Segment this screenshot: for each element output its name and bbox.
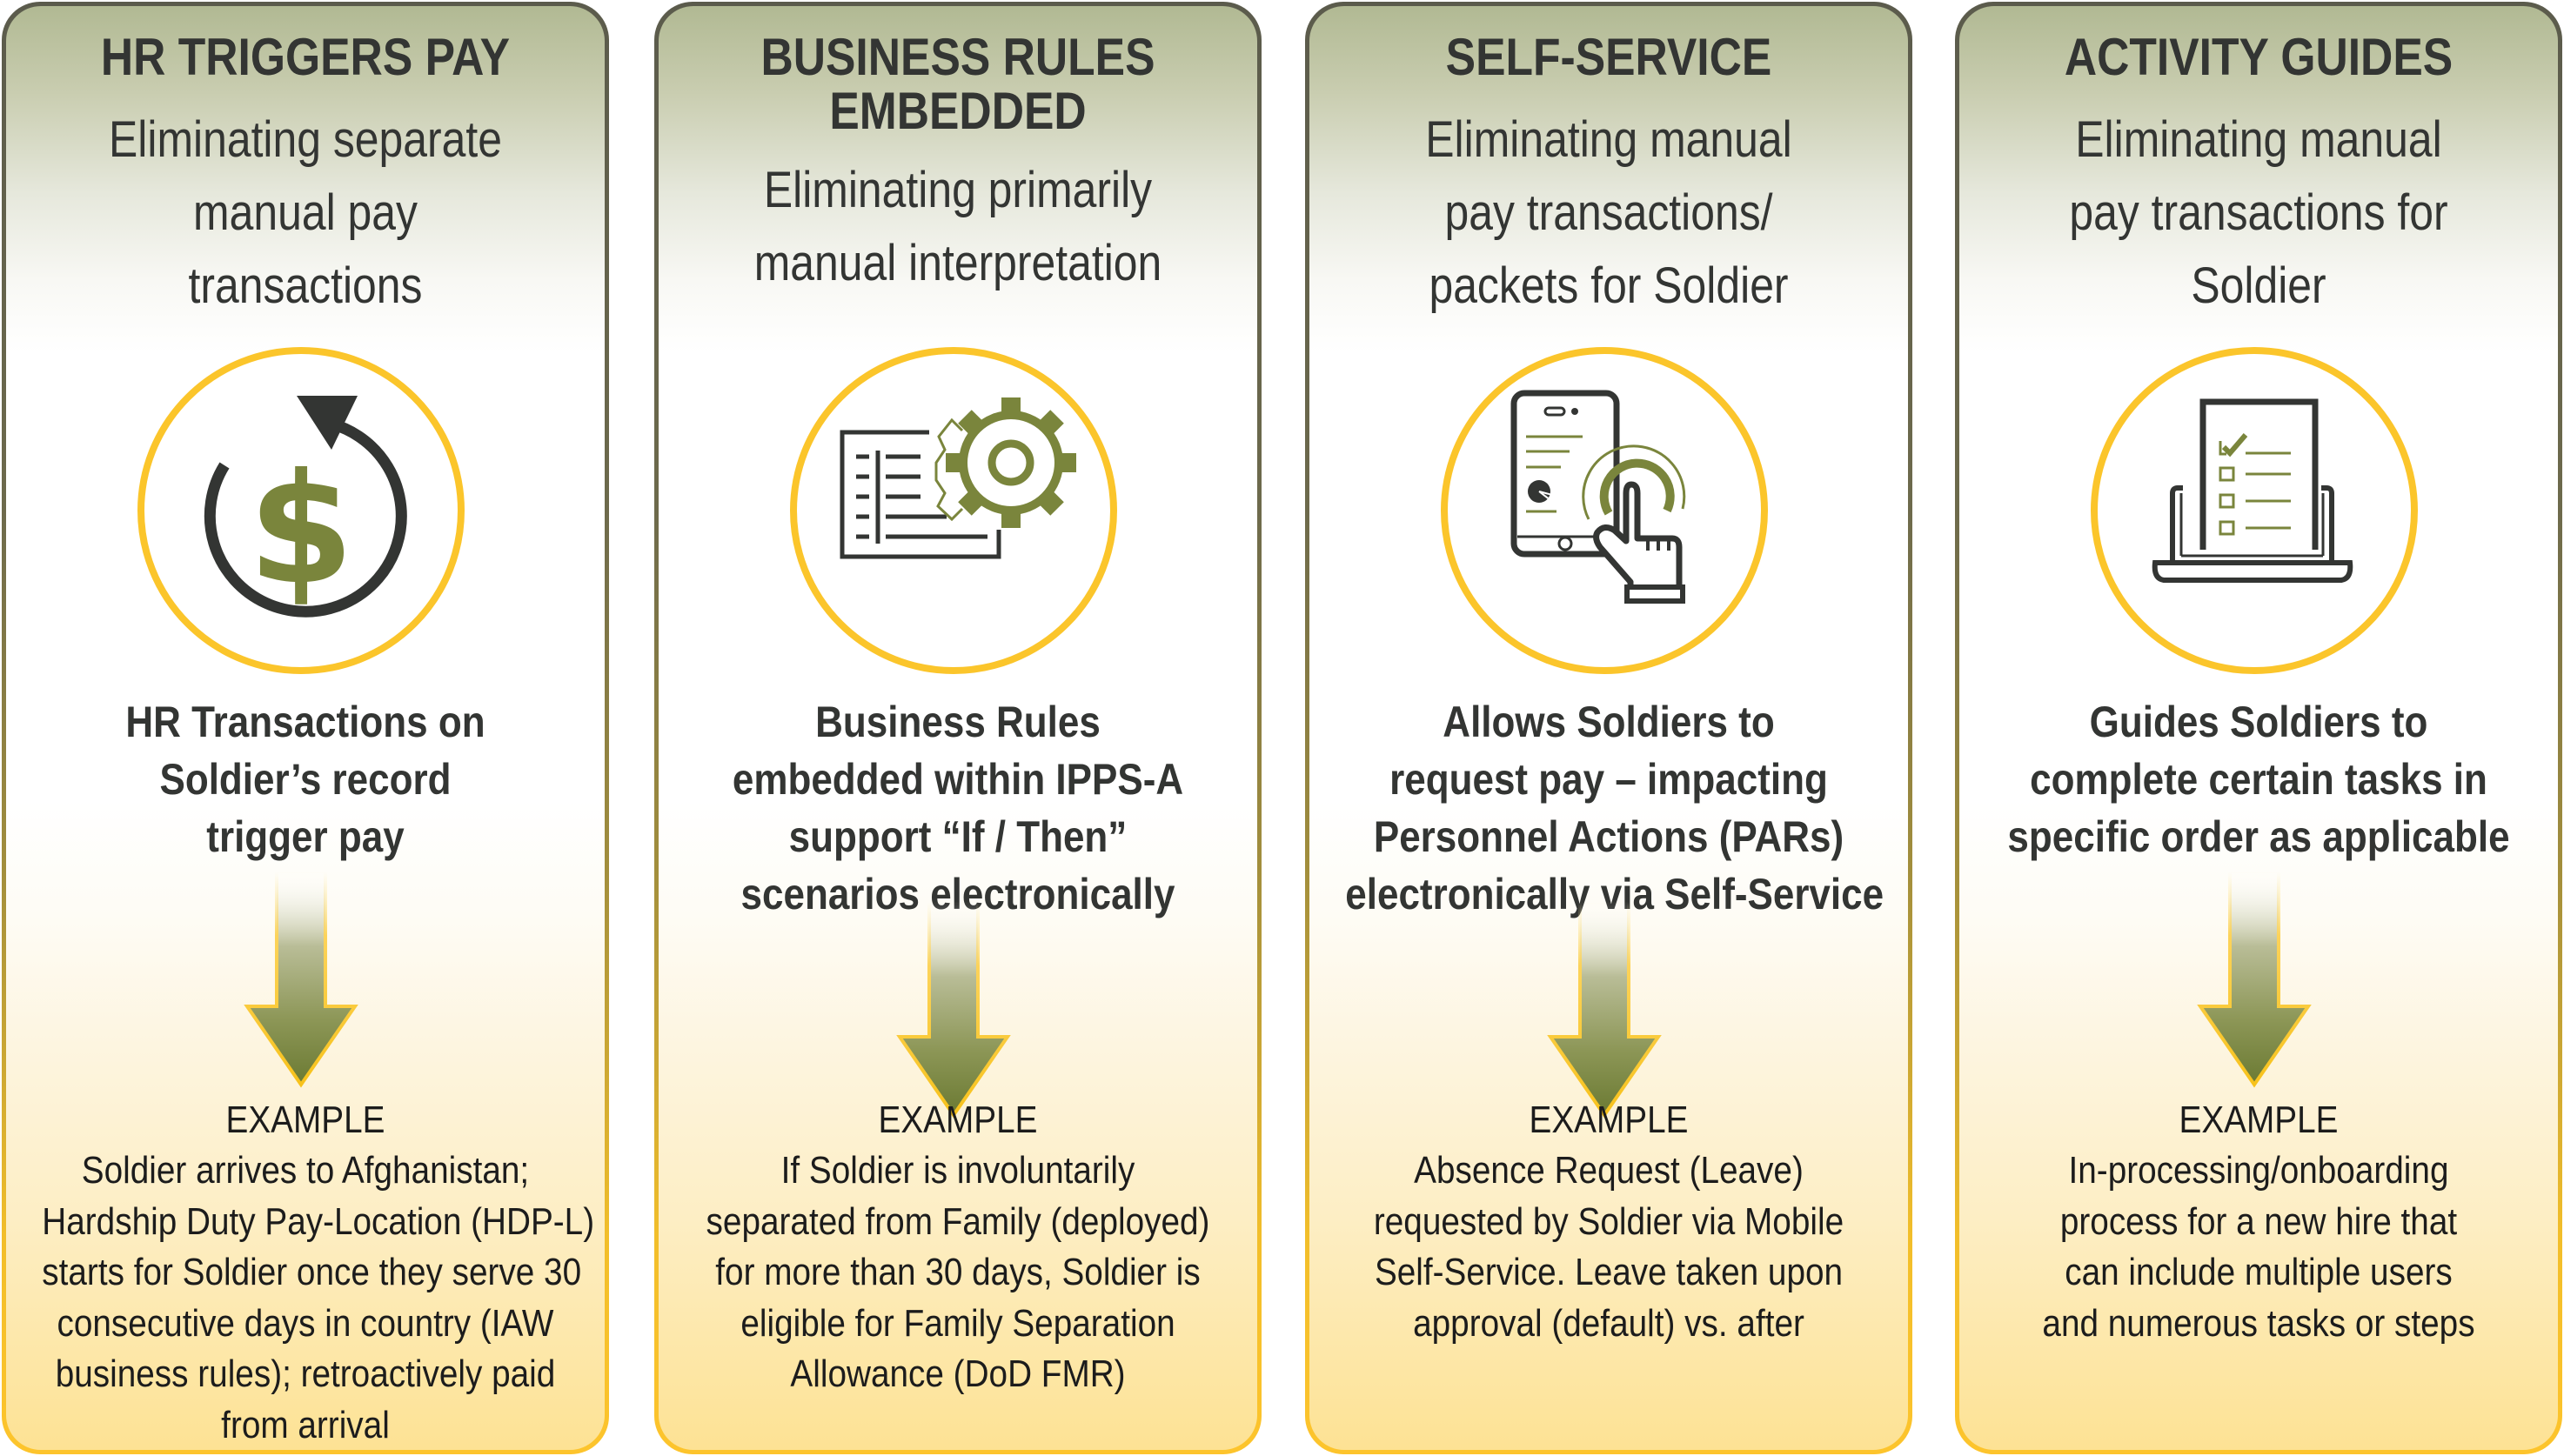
icon-ring [2091,347,2418,674]
card-title: HR TRIGGERS PAY [100,28,511,86]
card-activity-guides: ACTIVITY GUIDES Eliminating manual pay t… [1955,2,2562,1454]
card-body: BUSINESS RULES EMBEDDED Eliminating prim… [659,6,1257,1450]
card-title: ACTIVITY GUIDES [2064,28,2454,86]
card-self-service: SELF-SERVICE Eliminating manual pay tran… [1305,2,1912,1454]
example-text: Soldier arrives to Afghanistan; Hardship… [42,1149,595,1446]
svg-text:$: $ [248,442,354,618]
down-arrow-icon [2197,872,2312,1088]
card-description: Allows Soldiers to request pay – impacti… [1345,698,1885,918]
card-subtitle: Eliminating manual pay transactions for … [2069,111,2448,314]
card-body: ACTIVITY GUIDES Eliminating manual pay t… [1959,6,2558,1450]
down-arrow-icon [1547,902,1662,1119]
example-label: EXAMPLE [225,1099,385,1141]
card-subtitle: Eliminating manual pay transactions/ pac… [1425,111,1792,314]
card-subtitle: Eliminating separate manual pay transact… [109,111,502,314]
card-description: Business Rules embedded within IPPS-A su… [732,698,1184,918]
card-subtitle: Eliminating primarily manual interpretat… [753,162,1162,291]
example-label: EXAMPLE [878,1099,1038,1141]
card-description: Guides Soldiers to complete certain task… [2007,698,2510,861]
card-body: SELF-SERVICE Eliminating manual pay tran… [1309,6,1908,1450]
down-arrow-icon [896,902,1011,1119]
icon-ring [790,347,1117,674]
card-title: BUSINESS RULES EMBEDDED [760,28,1155,140]
down-arrow-icon [244,872,358,1088]
mobile-touch-icon [1510,390,1686,604]
example-label: EXAMPLE [2179,1099,2339,1141]
checklist-laptop-icon [2152,398,2353,583]
card-body: HR TRIGGERS PAY Eliminating separate man… [6,6,605,1450]
card-hr-triggers-pay: HR TRIGGERS PAY Eliminating separate man… [2,2,609,1454]
icon-ring [1441,347,1768,674]
example-text: In-processing/onboarding process for a n… [2042,1149,2475,1345]
example-label: EXAMPLE [1529,1099,1689,1141]
card-business-rules-embedded: BUSINESS RULES EMBEDDED Eliminating prim… [654,2,1262,1454]
card-title: SELF-SERVICE [1445,28,1772,86]
icon-ring: $ [137,347,465,674]
example-text: If Soldier is involuntarily separated fr… [706,1149,1210,1395]
example-text: Absence Request (Leave) requested by Sol… [1373,1149,1844,1345]
card-description: HR Transactions on Soldier’s record trig… [125,698,485,861]
dollar-cycle-icon: $ [204,396,407,618]
document-gear-icon [840,397,1076,559]
